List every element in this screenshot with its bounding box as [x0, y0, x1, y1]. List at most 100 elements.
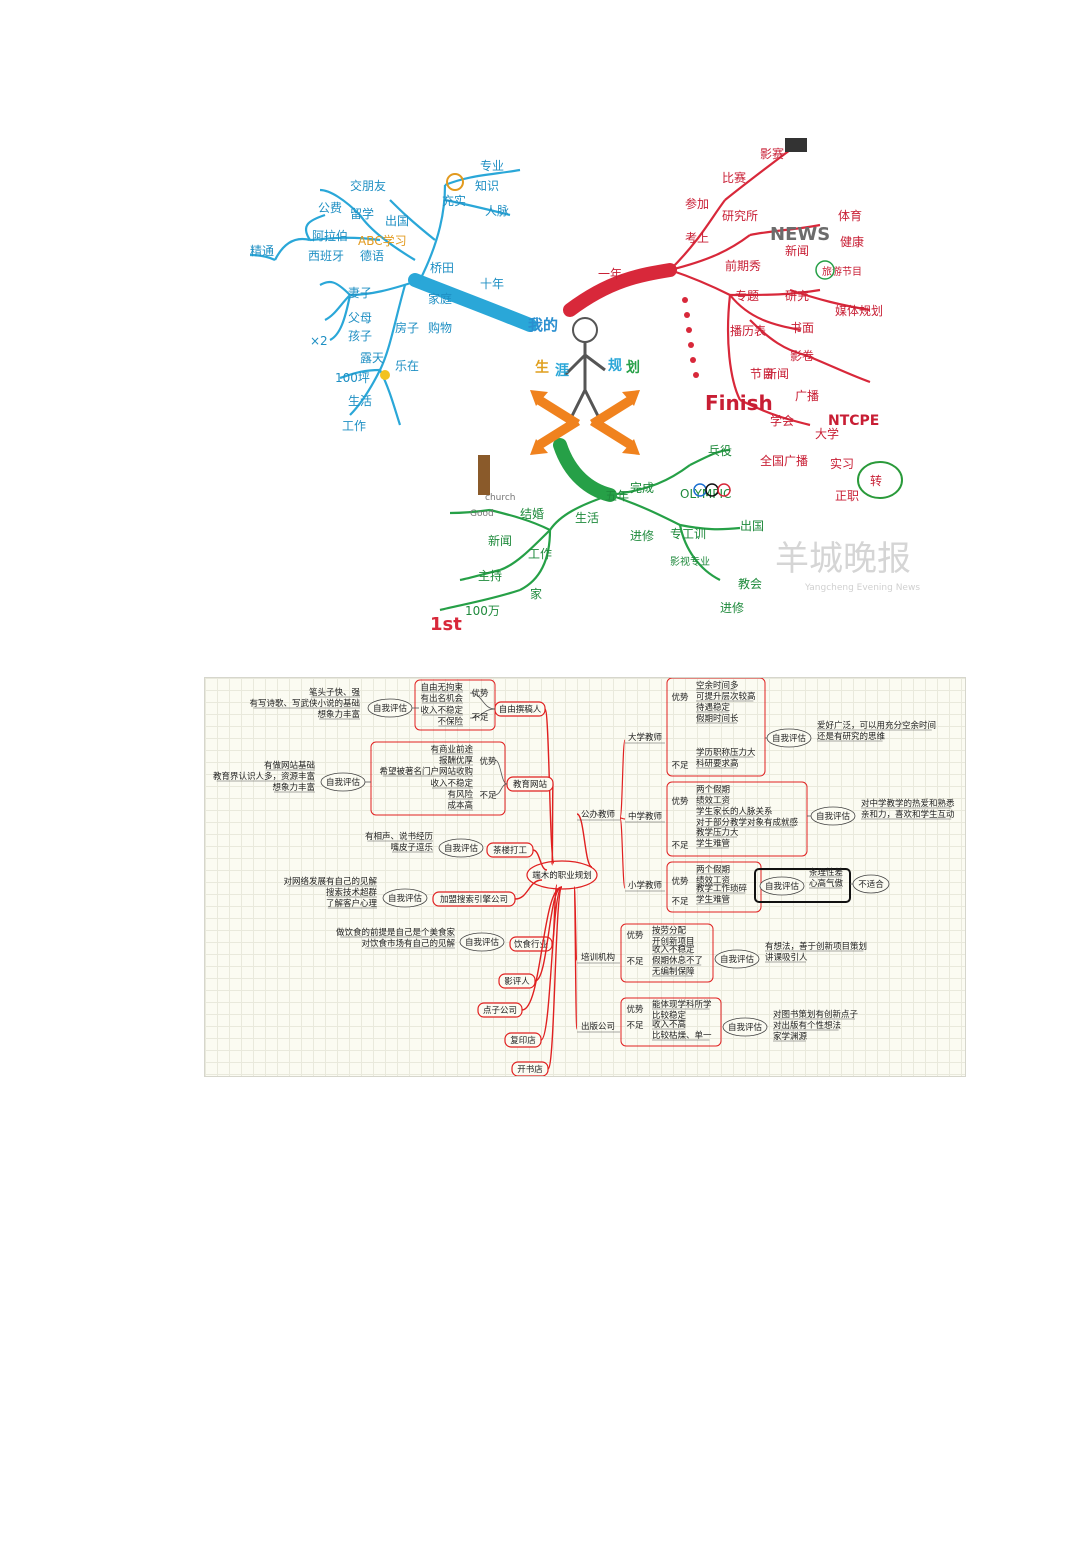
eval-other-label: 自我评估	[728, 1022, 763, 1033]
eval-teahouse	[438, 838, 484, 858]
teacher-group	[666, 677, 766, 777]
green-trunk	[553, 438, 617, 502]
cons-item: 无编制保障	[652, 966, 695, 977]
cons-item: 教学工作琐碎	[696, 883, 748, 894]
self-eval-highlight	[754, 868, 851, 903]
node-search-label: 加盟搜索引擎公司	[440, 894, 508, 905]
center-title-4: 规	[608, 358, 622, 374]
eval-food	[459, 932, 505, 952]
person-body-icon	[563, 342, 606, 421]
hand-word: 主持	[478, 568, 502, 583]
orange-arrows-icon	[530, 390, 640, 455]
hand-word: 兵役	[708, 443, 732, 458]
branch-public-teacher	[576, 813, 593, 868]
cons-item: 不保险	[437, 716, 463, 727]
teacher-group	[666, 781, 808, 857]
pros-item: 假期时间长	[696, 713, 739, 724]
hand-word: 旅游节目	[822, 265, 862, 278]
eval-item: 笔头子快、强	[309, 687, 361, 698]
hand-word: 实习	[830, 456, 854, 471]
cons-item: 成本高	[447, 800, 473, 811]
pros-item: 报酬优厚	[439, 755, 474, 766]
pros-label: 优势	[479, 756, 497, 767]
branch-teahouse	[532, 849, 548, 871]
eval-item: 家学渊源	[773, 1031, 808, 1042]
center-title-5: 划	[626, 359, 640, 376]
node-leaf	[477, 1002, 523, 1018]
hand-word: 生活	[575, 511, 599, 525]
hand-word: 乐在	[395, 359, 419, 373]
pros-item: 对于部分教学对象有成就感	[696, 817, 799, 828]
red-branches	[669, 149, 871, 427]
eval-item: 有做网站基础	[264, 760, 315, 771]
edu-site-group	[370, 741, 506, 816]
hand-word: 露天	[360, 351, 384, 365]
node-teacher-level-label: 小学教师	[628, 880, 663, 891]
hand-word: 结婚	[520, 507, 544, 521]
eval-item: 了解客户心理	[326, 898, 378, 909]
node-teahouse	[486, 842, 534, 858]
eval-item: 嘴皮子逗乐	[390, 842, 433, 853]
hand-word: NTCPE	[828, 413, 879, 429]
pros-item: 两个假期	[696, 865, 730, 875]
pros-item: 学生家长的人脉关系	[696, 806, 773, 817]
hand-word: 大学	[815, 426, 839, 441]
verdict-not-suitable-label: 不适合	[858, 879, 884, 890]
other-group	[620, 997, 722, 1047]
node-search	[432, 891, 516, 907]
pros-item: 能体现学科所学	[652, 999, 712, 1010]
branch-leaf	[547, 886, 563, 1070]
center-title-3: 涯	[555, 362, 569, 379]
pros-item: 两个假期	[696, 785, 730, 795]
pros-item: 按劳分配	[652, 925, 687, 936]
hand-word: Good	[470, 509, 494, 519]
center-figure	[530, 317, 640, 455]
eval-item: 想象力丰富	[272, 782, 315, 793]
blue-branches	[249, 168, 521, 426]
branch-edu-site	[551, 783, 554, 866]
hand-word: 人脉	[485, 203, 509, 218]
hand-word: 前期秀	[725, 258, 761, 273]
green-labels: 完成 OLYMPIC 兵役 出国 生活 结婚 church Good 新闻 工作…	[430, 443, 764, 635]
eval-item: 对中学教学的热爱和熟悉	[861, 798, 955, 809]
smile-icon	[380, 370, 390, 380]
eval-other	[722, 1017, 768, 1037]
pros-item: 待遇稳定	[696, 702, 731, 713]
cons-item: 教学压力大	[696, 827, 739, 838]
hand-word: 出国	[385, 214, 409, 228]
hand-word: 体育	[838, 208, 862, 223]
branch-other	[573, 886, 578, 1030]
hand-word: 健康	[840, 234, 864, 249]
center-title-2: 生	[535, 359, 549, 376]
freelance-group	[414, 679, 496, 731]
hand-word: 影卷	[790, 348, 814, 363]
hand-word: 100万	[465, 604, 500, 618]
typed-mind-map: 端木的职业规划自由撰稿人优势不足自由无拘束有出名机会收入不稳定不保险自我评估笔头…	[204, 677, 966, 1077]
pros-label: 优势	[671, 692, 689, 703]
node-teacher-level-label: 中学教师	[628, 811, 663, 822]
eval-teahouse-label: 自我评估	[444, 843, 479, 854]
eval-item: 有相声、说书经历	[365, 831, 434, 842]
pros-label: 优势	[626, 1004, 644, 1015]
pros-item: 自由无拘束	[420, 682, 463, 693]
cons-label: 不足	[671, 761, 689, 771]
pros-item: 希望被著名门户网站收购	[379, 766, 473, 777]
pros-label: 优势	[626, 930, 644, 941]
watermark-cn: 羊城晚报	[775, 539, 911, 579]
cons-label: 不足	[626, 1021, 644, 1031]
eval-other	[714, 949, 760, 969]
red-trunk	[563, 263, 677, 317]
hand-word: 完成	[630, 480, 654, 495]
eval-edu-site-label: 自我评估	[326, 777, 361, 788]
red-dot-chain	[682, 297, 699, 378]
eval-item: 对出版有个性想法	[773, 1020, 841, 1031]
eval-item: 有想法，善于创新项目策划	[765, 941, 867, 952]
hand-word: 西班牙	[308, 249, 344, 263]
hand-word: 研究所	[722, 208, 758, 223]
hand-word: 专工训	[670, 526, 706, 541]
eval-item: 搜索技术超群	[326, 887, 378, 898]
church-icon	[478, 455, 490, 495]
hand-word: 精通	[250, 244, 274, 258]
cons-item: 学生难管	[696, 894, 730, 905]
hand-word: church	[485, 493, 516, 503]
